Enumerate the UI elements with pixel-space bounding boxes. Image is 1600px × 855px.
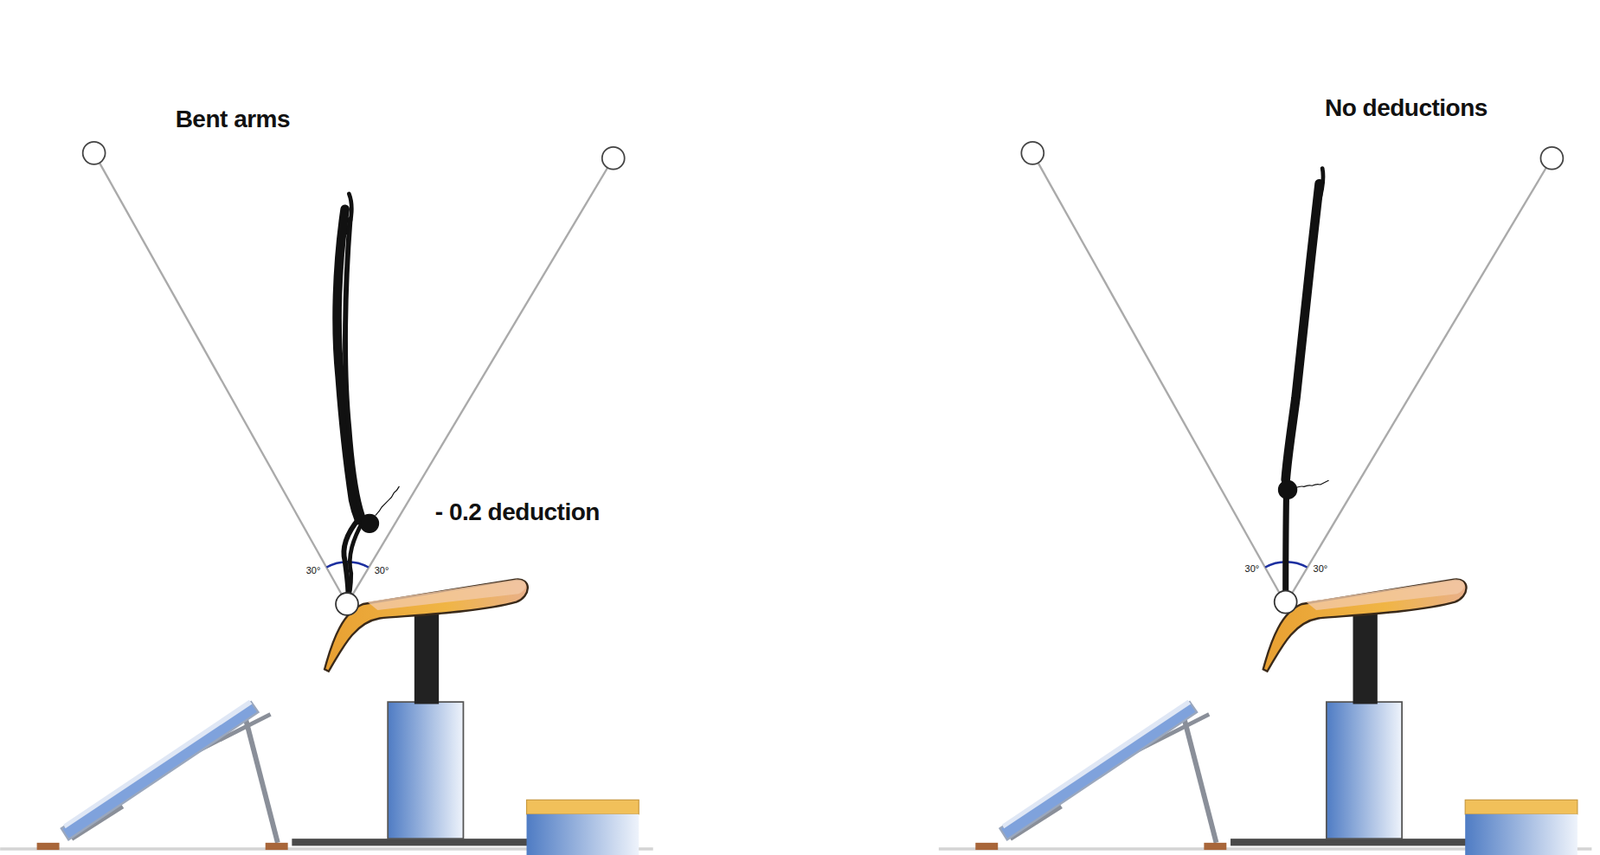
vault-apparatus [0, 6, 654, 855]
gymnast-figure [1278, 168, 1329, 601]
gymnast-figure [337, 193, 400, 603]
heading-label: Bent arms [175, 105, 290, 134]
angle-label: 30° [306, 565, 322, 576]
angle-label: 30° [1245, 563, 1260, 574]
heading-label: No deductions [1324, 94, 1488, 123]
deduction-label: - 0.2 deduction [435, 498, 600, 527]
vault-apparatus [938, 6, 1593, 855]
angle-label: 30° [1313, 563, 1329, 574]
angle-label: 30° [374, 565, 390, 576]
